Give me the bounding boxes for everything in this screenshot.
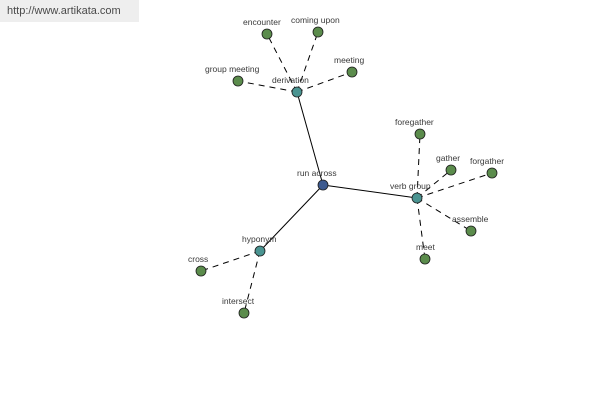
word-node-intersect-dot[interactable] [238, 307, 250, 319]
nodes-layer: encounter coming upon group meeting meeting… [188, 15, 504, 319]
word-node-assemble[interactable]: assemble [452, 214, 489, 237]
word-node-intersect-label: intersect [222, 296, 255, 306]
word-node-gather-dot[interactable] [445, 164, 457, 176]
root-node-dot[interactable] [317, 179, 329, 191]
word-node-foregather[interactable]: foregather [395, 117, 434, 140]
word-node-coming-upon[interactable]: coming upon [291, 15, 340, 38]
relation-node-verb-group[interactable]: verb group [390, 181, 431, 204]
word-node-meeting[interactable]: meeting [334, 55, 365, 78]
word-node-meeting-dot[interactable] [346, 66, 358, 78]
edge-verb-group-gather [416, 169, 452, 199]
word-node-encounter[interactable]: encounter [243, 17, 281, 40]
word-node-assemble-dot[interactable] [465, 225, 477, 237]
word-node-meet-dot[interactable] [419, 253, 431, 265]
edge-verb-group-forgather [416, 172, 493, 199]
word-node-meet-label: meet [416, 242, 436, 252]
relation-node-derivation-label: derivation [272, 75, 309, 85]
relation-node-verb-group-dot[interactable] [411, 192, 423, 204]
relation-node-hyponym-dot[interactable] [254, 245, 266, 257]
word-node-meeting-label: meeting [334, 55, 365, 65]
word-node-gather-label: gather [436, 153, 460, 163]
word-node-group-meeting-label: group meeting [205, 64, 260, 74]
word-node-group-meeting-dot[interactable] [232, 75, 244, 87]
relation-node-hyponym-label: hyponym [242, 234, 277, 244]
relation-node-derivation-dot[interactable] [291, 86, 303, 98]
relation-node-hyponym[interactable]: hyponym [242, 234, 277, 257]
word-node-assemble-label: assemble [452, 214, 489, 224]
word-node-coming-upon-label: coming upon [291, 15, 340, 25]
word-node-encounter-label: encounter [243, 17, 281, 27]
word-node-forgather[interactable]: forgather [470, 156, 504, 179]
root-node[interactable]: run across [297, 168, 337, 191]
word-node-cross-dot[interactable] [195, 265, 207, 277]
relation-node-verb-group-label: verb group [390, 181, 431, 191]
word-node-foregather-dot[interactable] [414, 128, 426, 140]
word-node-cross-label: cross [188, 254, 208, 264]
word-node-forgather-label: forgather [470, 156, 504, 166]
word-node-forgather-dot[interactable] [486, 167, 498, 179]
word-node-gather[interactable]: gather [436, 153, 460, 176]
word-node-intersect[interactable]: intersect [222, 296, 255, 319]
edge-root-derivation [296, 91, 324, 186]
root-node-label: run across [297, 168, 337, 178]
word-node-coming-upon-dot[interactable] [312, 26, 324, 38]
word-node-meet[interactable]: meet [416, 242, 436, 265]
word-node-foregather-label: foregather [395, 117, 434, 127]
word-node-cross[interactable]: cross [188, 254, 208, 277]
edge-hyponym-cross [200, 250, 261, 272]
word-node-group-meeting[interactable]: group meeting [205, 64, 260, 87]
edge-derivation-meeting [296, 71, 353, 93]
edge-root-hyponym [259, 184, 324, 252]
edges-layer [200, 31, 493, 314]
relation-node-derivation[interactable]: derivation [272, 75, 309, 98]
word-node-encounter-dot[interactable] [261, 28, 273, 40]
source-link[interactable]: http://www.artikata.com [0, 0, 139, 22]
edge-root-verb-group [322, 184, 418, 199]
